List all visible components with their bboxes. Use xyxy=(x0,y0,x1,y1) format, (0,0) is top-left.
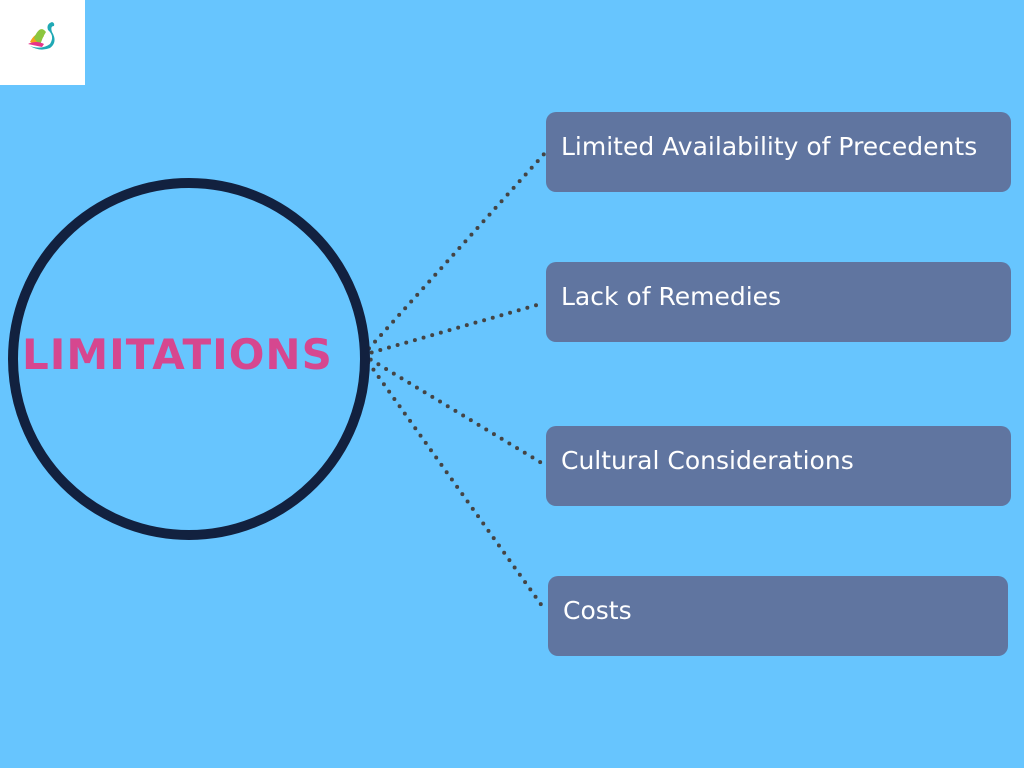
item-box-1: Limited Availability of Precedents xyxy=(546,112,1011,192)
swan-logo-icon xyxy=(28,22,55,50)
central-title: LIMITATIONS xyxy=(22,330,333,379)
item-box-3: Cultural Considerations xyxy=(546,426,1011,506)
connector-4 xyxy=(361,353,547,612)
central-circle xyxy=(8,178,370,540)
connector-2 xyxy=(361,303,539,357)
logo xyxy=(0,0,85,85)
connector-1 xyxy=(361,151,547,357)
item-box-2: Lack of Remedies xyxy=(546,262,1011,342)
item-box-4: Costs xyxy=(548,576,1008,656)
connector-3 xyxy=(361,353,547,467)
